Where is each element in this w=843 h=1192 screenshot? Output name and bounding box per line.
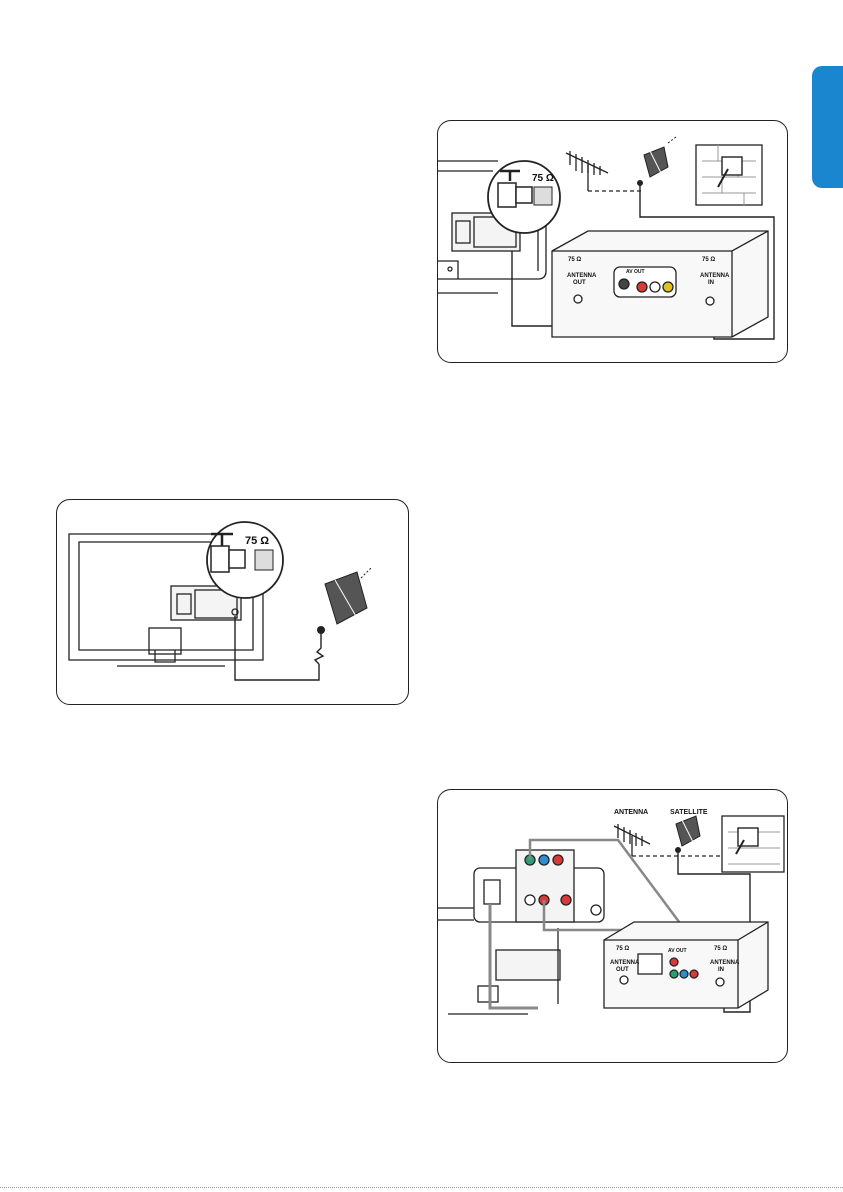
wall-outlet-icon <box>722 816 784 872</box>
connection-diagram-settop-box: 75 Ω <box>437 120 788 363</box>
antenna-icon <box>566 151 608 191</box>
av-out-label: AV OUT <box>626 269 645 275</box>
box-impedance-right: 75 Ω <box>714 946 727 952</box>
antenna-in-label-line2: IN <box>708 280 714 286</box>
antenna-in-label-line2: IN <box>718 967 724 973</box>
box-impedance-left: 75 Ω <box>616 946 629 952</box>
tv-rear-panel <box>438 850 604 1014</box>
antenna-out-label-line2: OUT <box>573 280 586 286</box>
satellite-dish-icon <box>317 568 371 634</box>
box-impedance-right: 75 Ω <box>702 257 715 263</box>
antenna-label: ANTENNA <box>614 809 648 816</box>
antenna-out-label-line1: ANTENNA <box>610 960 640 966</box>
impedance-label: 75 Ω <box>245 535 269 547</box>
satellite-dish-icon <box>675 816 700 853</box>
coax-connector-magnifier: 75 Ω <box>488 161 560 233</box>
box-impedance-left: 75 Ω <box>568 257 581 263</box>
coax-cable <box>235 616 319 680</box>
antenna-out-label-line1: ANTENNA <box>567 273 597 279</box>
antenna-in-label-line1: ANTENNA <box>710 960 740 966</box>
av-out-label: AV OUT <box>668 948 687 954</box>
antenna-in-label-line1: ANTENNA <box>700 273 730 279</box>
satellite-dish-icon <box>637 137 676 186</box>
wall-outlet-icon <box>696 145 762 205</box>
coax-connector-magnifier: 75 Ω <box>207 522 283 598</box>
antenna-out-label-line2: OUT <box>616 967 629 973</box>
connection-diagram-av-settop-box: ANTENNA SATELLITE <box>437 789 788 1063</box>
impedance-label: 75 Ω <box>532 173 554 184</box>
language-tab <box>812 66 843 188</box>
connection-diagram-satellite: 75 Ω <box>56 499 409 705</box>
satellite-label: SATELLITE <box>670 809 708 816</box>
page-bottom-rule <box>0 1187 843 1188</box>
